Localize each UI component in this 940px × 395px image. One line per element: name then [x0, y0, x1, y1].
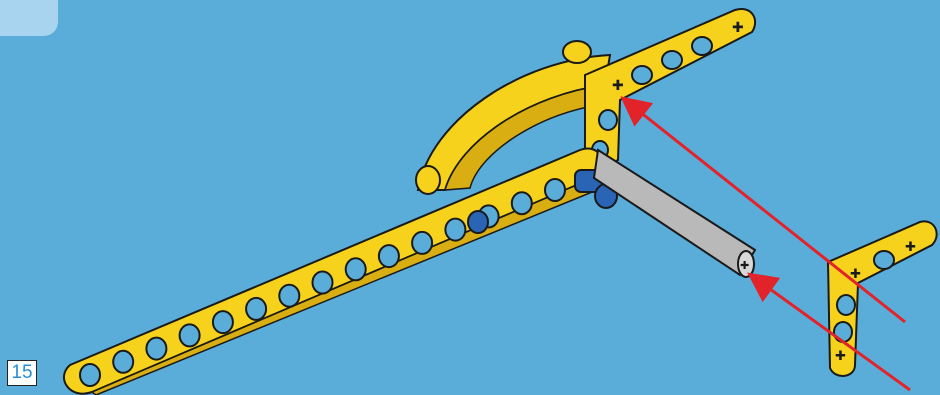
beam-hole — [113, 351, 133, 373]
beam-hole — [180, 324, 200, 346]
beam-hole — [213, 311, 233, 333]
beam-hole — [379, 245, 399, 267]
small-l-beam: ✚ ✚ ✚ — [828, 221, 937, 376]
beam-hole — [246, 298, 266, 320]
long-beam-holes — [80, 179, 565, 386]
step-number-badge: 15 — [7, 360, 37, 386]
beam-hole — [80, 364, 100, 386]
beam-hole — [146, 338, 166, 360]
beam-hole — [279, 285, 299, 307]
grey-axle: ✚ — [594, 150, 755, 277]
upright-frame: ✚ ✚ — [585, 9, 755, 175]
svg-text:✚: ✚ — [835, 348, 846, 363]
beam-hole — [512, 192, 532, 214]
long-beam — [64, 148, 604, 395]
svg-text:✚: ✚ — [732, 19, 744, 35]
svg-text:✚: ✚ — [612, 77, 624, 93]
svg-text:✚: ✚ — [905, 239, 916, 254]
beam-hole — [445, 219, 465, 241]
beam-hole — [545, 179, 565, 201]
beam-hole — [346, 258, 366, 280]
svg-text:✚: ✚ — [740, 260, 749, 272]
beam-hole — [412, 232, 432, 254]
beam-hole — [313, 272, 333, 294]
